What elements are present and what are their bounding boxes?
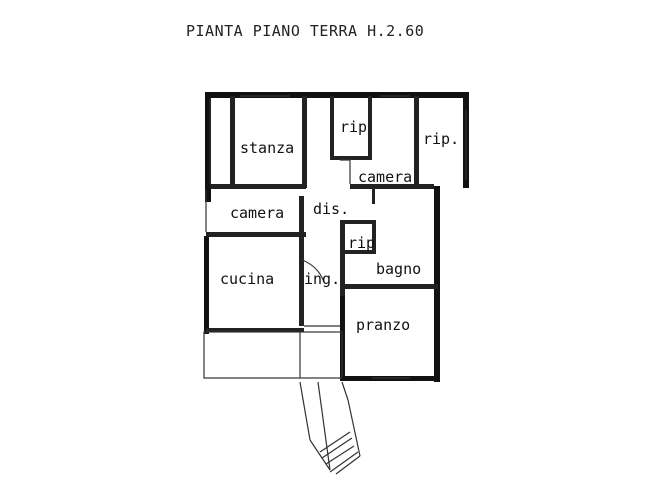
cucina-south-wall <box>206 328 304 332</box>
bagno-west-wall <box>340 220 345 296</box>
stair-side-inner <box>317 381 331 471</box>
stair-tread-3 <box>319 431 351 453</box>
room-label-rip-mid: rip <box>348 234 375 252</box>
room-label-rip-right: rip. <box>423 130 459 148</box>
stair-side-left <box>299 381 311 441</box>
stair-tread-1 <box>325 445 355 465</box>
stair-tread-4 <box>329 451 359 473</box>
stanza-south-wall <box>210 184 306 189</box>
plan-title: PIANTA PIANO TERRA H.2.60 <box>186 22 425 40</box>
porch-outline <box>203 331 343 379</box>
stair-tread-2 <box>321 437 353 459</box>
rip-top-south-wall <box>330 156 372 160</box>
room-label-rip-top: rip <box>340 118 367 136</box>
west-wall-lower <box>204 236 209 334</box>
camera-top-south-wall <box>350 184 434 189</box>
bagno-south-wall <box>344 284 438 289</box>
rip-mid-north-wall <box>340 220 376 224</box>
room-label-bagno: bagno <box>376 260 421 278</box>
room-label-camera-top: camera <box>358 168 412 186</box>
camera-left-south-wall <box>206 232 306 237</box>
room-label-ing: ing. <box>304 270 340 288</box>
stanza-east-wall <box>302 96 307 188</box>
entrance-stair <box>299 381 361 475</box>
rip-mid-south-wall <box>340 250 376 254</box>
west-wall-upper <box>205 92 211 202</box>
camera-door-swing <box>340 159 351 184</box>
north-wall <box>205 92 469 98</box>
room-label-camera-left: camera <box>230 204 284 222</box>
interior-walls <box>206 96 438 332</box>
rip-top-west-wall <box>330 96 334 158</box>
stair-base-right <box>335 455 361 475</box>
stanza-west-wall <box>230 96 235 188</box>
rip-top-east-wall <box>368 96 372 160</box>
ing-door-swing <box>301 259 325 283</box>
room-label-cucina: cucina <box>220 270 274 288</box>
rip-mid-east-wall <box>372 220 376 254</box>
thin-lines <box>203 95 467 379</box>
stair-base-left <box>309 439 331 471</box>
room-labels: stanza rip rip. camera dis. camera rip b… <box>220 118 459 334</box>
rip-right-west-wall <box>414 96 419 186</box>
stair-side-outer <box>347 399 361 457</box>
camera-top-door-jamb <box>372 188 375 204</box>
room-label-pranzo: pranzo <box>356 316 410 334</box>
room-label-dis: dis. <box>313 200 349 218</box>
stair-side-right <box>341 381 349 401</box>
room-label-stanza: stanza <box>240 139 294 157</box>
corridor-west-wall <box>299 196 304 326</box>
